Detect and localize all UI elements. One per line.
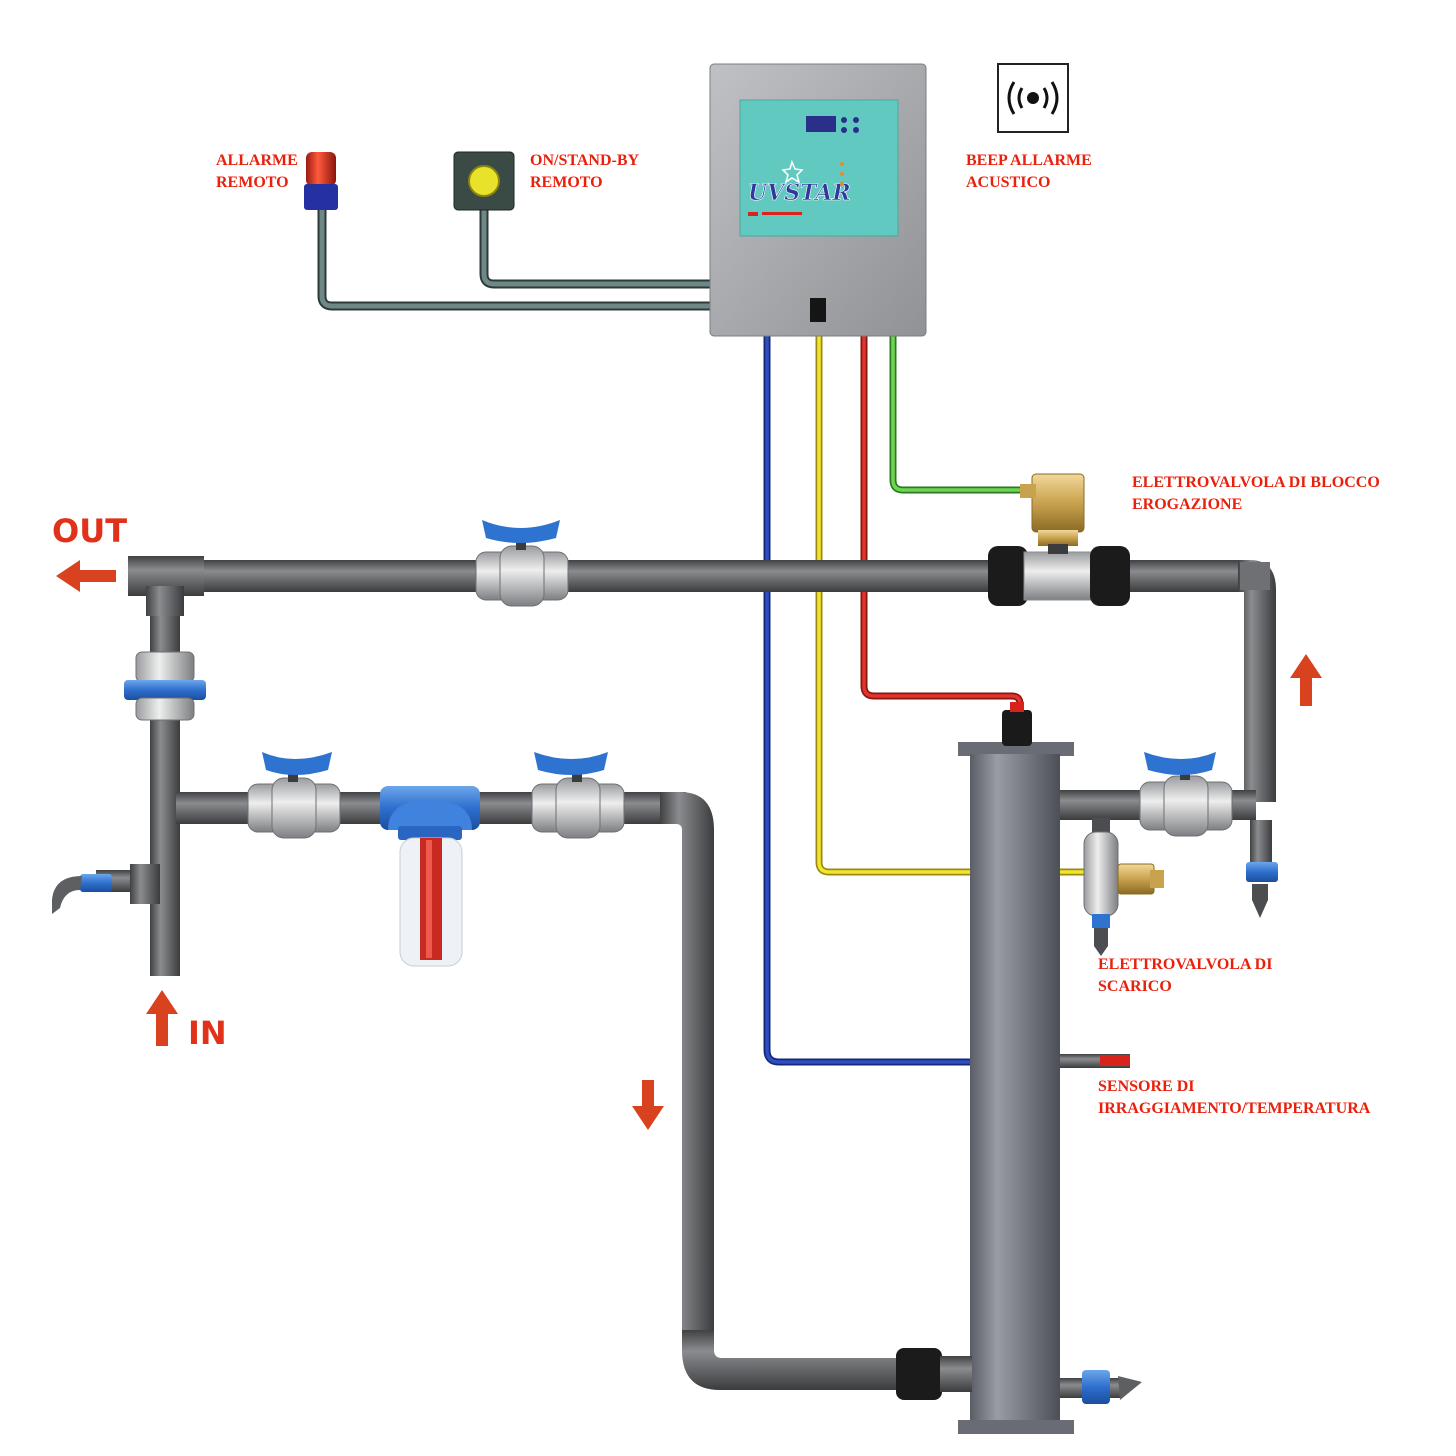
remote-cables [317,205,717,311]
water-filter [380,786,480,967]
arrow-icon [1290,654,1322,706]
ball-valve-top[interactable] [475,520,569,607]
uv-controller: UVSTAR [709,63,927,337]
ball-valve-outlet[interactable] [1139,752,1233,837]
arrow-icon [56,560,116,592]
uv-vessel [896,702,1142,1434]
sample-tap-left [52,874,112,914]
pipe-union-top [988,546,1130,606]
sample-tap-right [1246,820,1278,918]
sound-waves-icon [997,63,1069,133]
red-wire [860,336,1024,712]
drain-solenoid-valve [1083,818,1164,956]
control-wires [763,336,1095,1066]
label-in: IN [188,1014,227,1052]
remote-onoff-button[interactable] [453,151,515,211]
union-coupling [124,651,206,721]
arrow-icon [146,990,178,1046]
arrow-icon [632,1080,664,1130]
flow-arrows [56,560,1322,1130]
lamp-cap [1002,710,1032,746]
inlet-pipe [150,592,180,976]
controller-switch [810,298,826,322]
label-out: OUT [52,512,128,550]
controller-display [806,116,836,132]
green-wire [889,336,1024,494]
supply-solenoid-valve [1020,473,1085,554]
controller-logo: UVSTAR [748,180,851,206]
remote-alarm-beacon [304,152,338,210]
ball-valve-filter-out[interactable] [531,752,625,839]
ball-valve-inlet[interactable] [247,752,341,839]
